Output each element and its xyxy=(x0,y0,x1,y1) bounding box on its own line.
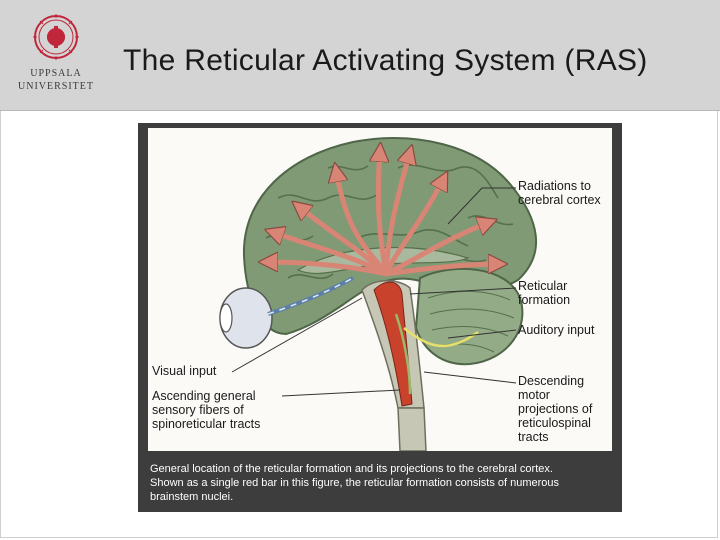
label-radiations-to-cortex: Radiations to cerebral cortex xyxy=(518,179,601,207)
label-auditory-input: Auditory input xyxy=(518,323,595,337)
spinal-cord xyxy=(397,407,427,451)
auditory-pathway xyxy=(403,327,479,348)
slide-header: UPPSALA UNIVERSITET The Reticular Activa… xyxy=(0,0,720,111)
slide-title: The Reticular Activating System (RAS) xyxy=(123,44,648,77)
uppsala-university-logo: UPPSALA UNIVERSITET xyxy=(10,10,102,102)
label-visual-input: Visual input xyxy=(152,364,217,378)
ras-figure: Radiations to cerebral cortex Reticular … xyxy=(138,123,622,512)
cerebellum-folia xyxy=(427,291,515,353)
brain-sagittal-illustration xyxy=(219,137,538,451)
cerebellum-shape xyxy=(414,267,524,366)
label-ascending-sensory-fibers: Ascending general sensory fibers of spin… xyxy=(152,389,261,431)
radiation-arrows xyxy=(266,150,500,277)
leader-lines xyxy=(231,187,517,397)
logo-line-2: UNIVERSITET xyxy=(18,81,94,92)
logo-line-1: UPPSALA xyxy=(30,68,82,79)
sensory-fibers-pathway xyxy=(394,313,412,395)
label-reticular-formation: Reticular formation xyxy=(518,279,571,307)
figure-caption: General location of the reticular format… xyxy=(150,463,560,503)
university-seal-icon xyxy=(33,14,79,60)
brain-illustration-panel: Radiations to cerebral cortex Reticular … xyxy=(148,128,612,451)
label-descending-motor-projections: Descending motor projections of reticulo… xyxy=(518,374,593,444)
optic-pathway xyxy=(267,276,354,316)
